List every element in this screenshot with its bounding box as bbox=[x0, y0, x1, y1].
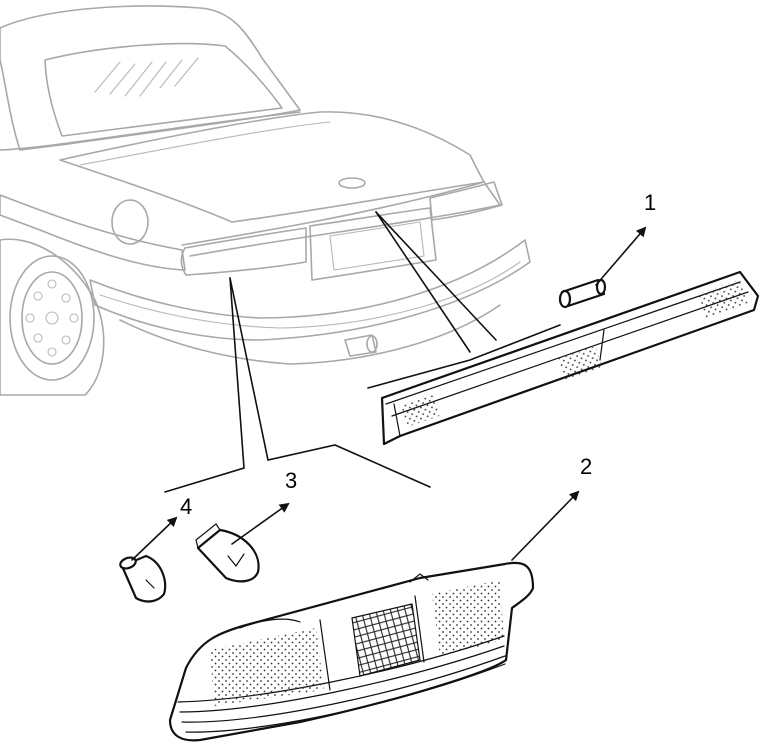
rear-window bbox=[44, 42, 283, 137]
fuel-door bbox=[111, 199, 149, 245]
part-1-bulb bbox=[558, 278, 607, 309]
car-right-tail-lamp bbox=[429, 181, 503, 221]
callout-arrows bbox=[131, 226, 647, 561]
arrow-2-icon bbox=[511, 490, 580, 561]
vehicle-rear-view bbox=[0, 5, 531, 396]
arrow-3-icon bbox=[231, 502, 290, 545]
convertible-top bbox=[0, 5, 301, 151]
arrow-1-icon bbox=[595, 226, 647, 286]
rear-quarter-panel bbox=[0, 194, 186, 271]
part-3-bulb bbox=[195, 523, 260, 583]
trunk-lid bbox=[59, 111, 485, 223]
tail-lamp-assembly bbox=[168, 561, 535, 742]
high-mount-stop-lamp bbox=[380, 270, 760, 446]
callout-1: 1 bbox=[644, 190, 656, 215]
exhaust-tip bbox=[344, 334, 377, 357]
rear-bumper bbox=[89, 239, 531, 341]
part-4-bulb bbox=[119, 554, 167, 603]
leader-lines bbox=[164, 211, 561, 493]
license-plate-pocket bbox=[309, 207, 437, 281]
trunk-lock bbox=[338, 177, 366, 189]
callout-4: 4 bbox=[180, 494, 192, 519]
car-left-tail-lamp bbox=[180, 227, 307, 276]
callout-3: 3 bbox=[285, 468, 297, 493]
rear-wheel bbox=[0, 238, 105, 396]
callout-labels: 1 2 3 4 bbox=[180, 190, 656, 519]
arrow-4-icon bbox=[131, 516, 178, 561]
callout-2: 2 bbox=[580, 454, 592, 479]
